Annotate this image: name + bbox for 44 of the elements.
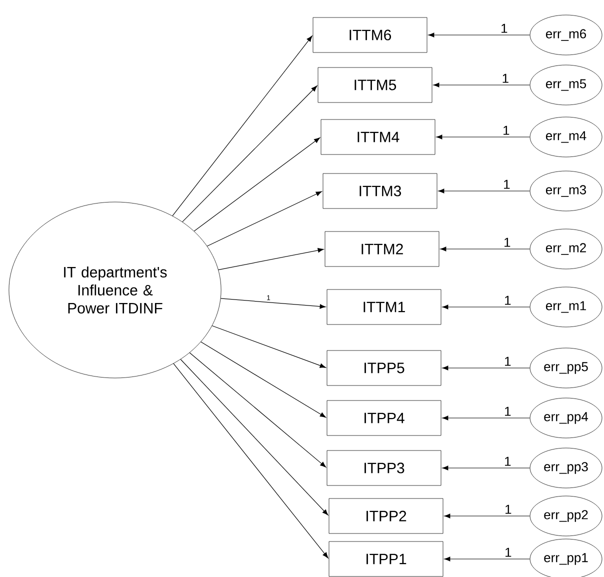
indicator-box: ITPP3 bbox=[326, 450, 442, 486]
edge-label: 1 bbox=[504, 238, 510, 247]
arrow bbox=[182, 86, 318, 222]
indicator-box: ITPP2 bbox=[328, 498, 444, 534]
indicator-box: ITTM6 bbox=[312, 17, 428, 53]
arrow bbox=[220, 298, 326, 309]
indicator-box: ITPP4 bbox=[326, 400, 442, 436]
arrow bbox=[180, 359, 328, 516]
arrow bbox=[200, 342, 326, 418]
arrow bbox=[442, 304, 530, 310]
arrow bbox=[433, 82, 530, 88]
arrow bbox=[218, 248, 324, 270]
arrow bbox=[442, 466, 530, 470]
indicator-box: ITPP1 bbox=[328, 541, 444, 577]
edge-label: 1 bbox=[505, 296, 511, 305]
arrow bbox=[194, 137, 320, 232]
edge-label: 1 bbox=[505, 456, 511, 466]
arrow bbox=[438, 188, 530, 194]
edge-label: 1 bbox=[506, 504, 512, 514]
edge-label: 1 bbox=[502, 74, 508, 83]
arrow bbox=[442, 366, 530, 370]
arrow bbox=[206, 191, 322, 246]
indicator-box: ITPP5 bbox=[326, 350, 442, 386]
arrow bbox=[442, 416, 530, 420]
arrow bbox=[212, 325, 326, 368]
indicator-box: ITTM2 bbox=[324, 231, 440, 267]
arrow bbox=[173, 363, 328, 558]
arrow bbox=[172, 36, 312, 216]
indicator-box: ITTM3 bbox=[322, 173, 438, 209]
arrow bbox=[189, 352, 326, 468]
edge-label: 1 bbox=[502, 24, 508, 33]
edge-label: 1 bbox=[505, 356, 511, 366]
arrow bbox=[444, 514, 530, 518]
arrow bbox=[444, 556, 530, 562]
edge-label: 1 bbox=[504, 180, 510, 189]
arrow bbox=[440, 246, 530, 252]
arrow bbox=[436, 134, 530, 140]
edge-label: 1 bbox=[505, 406, 511, 416]
indicator-box: ITTM4 bbox=[320, 119, 436, 155]
edge-label: 1 bbox=[506, 548, 512, 557]
indicator-box: ITTM1 bbox=[326, 289, 442, 325]
indicator-box: ITTM5 bbox=[318, 67, 432, 103]
edge-label: 1 bbox=[504, 126, 510, 135]
arrow bbox=[428, 32, 530, 38]
